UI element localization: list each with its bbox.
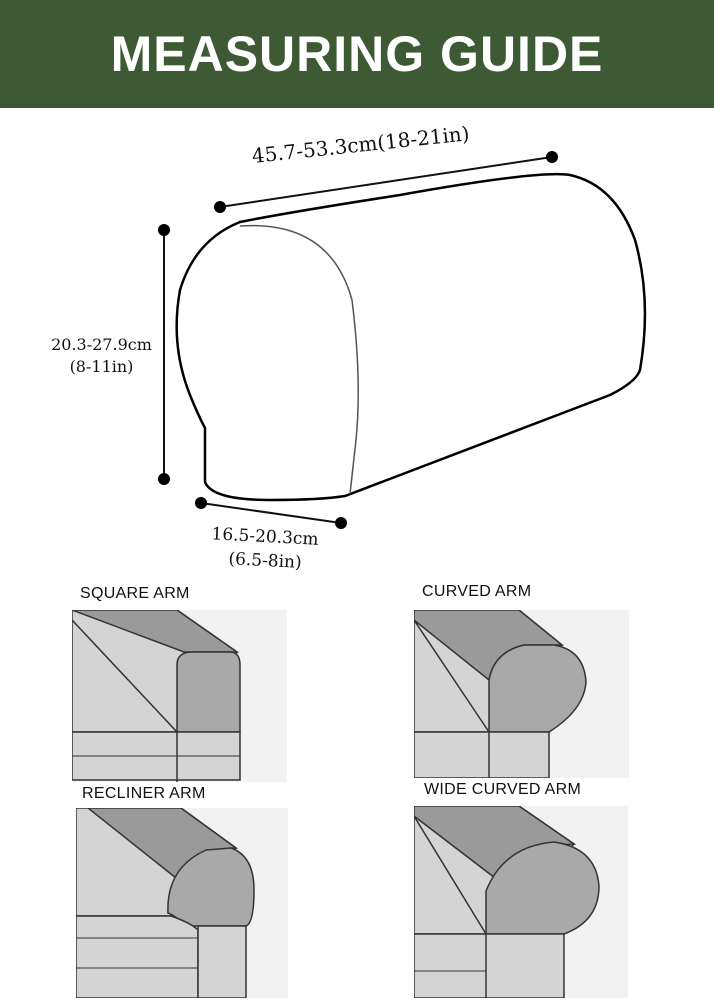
height-bottom-dot	[158, 473, 170, 485]
square-arm-illustration	[72, 610, 287, 782]
height-label-cm: 20.3-27.9cm	[51, 335, 152, 354]
cover-outline	[175, 172, 647, 502]
length-measure-line	[219, 156, 553, 208]
wide-curved-arm-card	[414, 806, 628, 998]
square-arm-card	[72, 610, 287, 782]
width-measure-line	[200, 502, 342, 524]
curved-arm-card	[414, 610, 629, 778]
width-start-dot	[195, 497, 207, 509]
recliner-arm-title: RECLINER ARM	[82, 785, 206, 802]
height-label-in: (8-11in)	[69, 357, 134, 376]
curved-arm-illustration	[414, 610, 629, 778]
wide-curved-arm-illustration	[414, 806, 628, 998]
cover-front-seam	[239, 224, 359, 495]
wide-curved-arm-title: WIDE CURVED ARM	[424, 781, 582, 798]
page-title: MEASURING GUIDE	[110, 26, 604, 82]
armrest-diagram: 45.7-53.3cm(18-21in) 20.3-27.9cm (8-11in…	[0, 108, 714, 578]
length-start-dot	[214, 201, 226, 213]
height-top-dot	[158, 224, 170, 236]
width-end-dot	[335, 517, 347, 529]
armrest-cover-drawing	[158, 151, 647, 529]
curved-arm-title: CURVED ARM	[422, 583, 532, 600]
length-end-dot	[546, 151, 558, 163]
header-banner: MEASURING GUIDE	[0, 0, 714, 108]
recliner-arm-illustration	[76, 808, 288, 998]
recliner-arm-card	[76, 808, 288, 998]
square-arm-title: SQUARE ARM	[80, 585, 190, 602]
